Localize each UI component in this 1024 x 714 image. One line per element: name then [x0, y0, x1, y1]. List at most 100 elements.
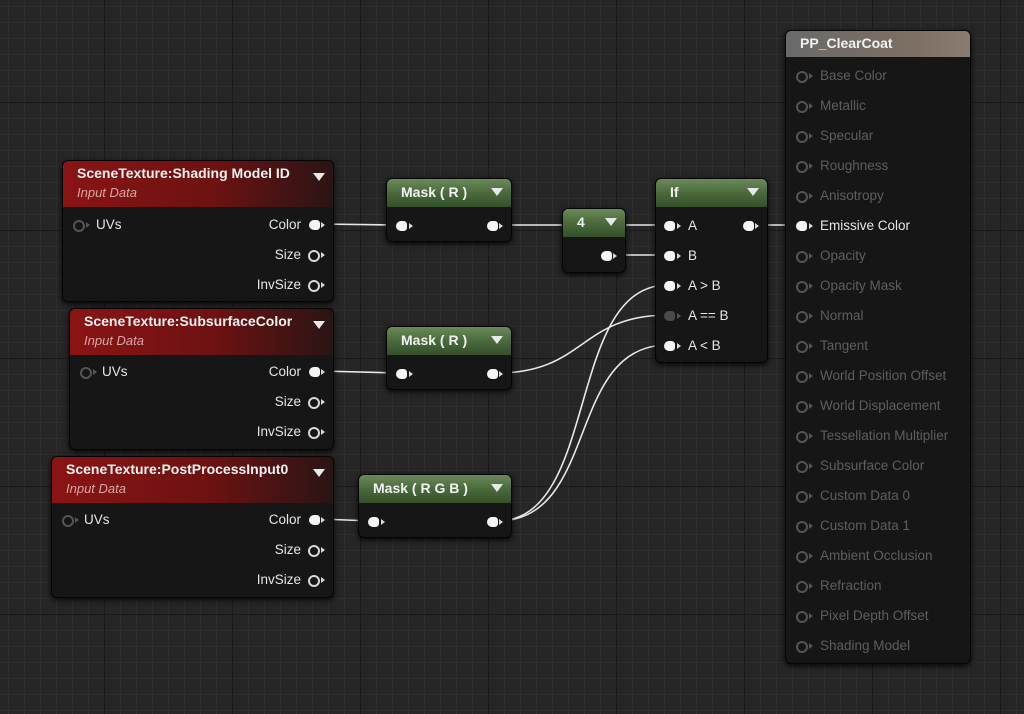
collapse-arrow-icon[interactable]: [313, 469, 325, 477]
input-pin-icon[interactable]: [664, 281, 675, 291]
size-pin-icon[interactable]: [308, 397, 320, 409]
pin-arrow-icon: [755, 223, 759, 229]
mask-output-pin-icon[interactable]: [487, 221, 498, 231]
scene-texture-subsurface-node[interactable]: SceneTexture:SubsurfaceColor Input Data …: [69, 308, 334, 450]
input-pin-icon[interactable]: [796, 131, 808, 143]
pin-arrow-icon: [499, 519, 503, 525]
pin-arrow-icon: [321, 517, 325, 523]
color-output-pin-row[interactable]: Color: [205, 215, 325, 235]
input-pin-icon[interactable]: [796, 311, 808, 323]
collapse-arrow-icon[interactable]: [491, 336, 503, 344]
node-title: Mask ( R G B ): [373, 480, 468, 496]
input-pin-icon[interactable]: [796, 581, 808, 593]
uvs-pin-icon[interactable]: [62, 515, 74, 527]
input-pin-icon[interactable]: [796, 101, 808, 113]
input-pin-icon[interactable]: [796, 251, 808, 263]
pin-arrow-icon: [321, 282, 325, 288]
node-header[interactable]: Mask ( R ): [387, 179, 511, 207]
if-node[interactable]: If A B A > B A == B A < B: [655, 178, 768, 363]
collapse-arrow-icon[interactable]: [313, 321, 325, 329]
invsize-output-pin-row[interactable]: InvSize: [205, 275, 325, 295]
if-output-pin-icon[interactable]: [743, 221, 754, 231]
input-pin-icon[interactable]: [796, 281, 808, 293]
input-pin-icon[interactable]: [796, 611, 808, 623]
invsize-output-pin-row[interactable]: InvSize: [205, 422, 325, 442]
node-header[interactable]: PP_ClearCoat: [786, 31, 970, 57]
size-output-pin-row[interactable]: Size: [205, 392, 325, 412]
size-output-pin-row[interactable]: Size: [205, 245, 325, 265]
node-header[interactable]: If: [656, 179, 767, 207]
color-pin-icon[interactable]: [309, 220, 320, 230]
input-pin-icon[interactable]: [664, 341, 675, 351]
node-header[interactable]: SceneTexture:Shading Model ID Input Data: [63, 161, 333, 207]
node-title: SceneTexture:PostProcessInput0: [66, 461, 289, 477]
collapse-arrow-icon[interactable]: [491, 188, 503, 196]
input-label: Emissive Color: [820, 218, 911, 233]
input-pin-icon[interactable]: [796, 521, 808, 533]
input-pin-icon[interactable]: [796, 221, 807, 231]
input-label: Custom Data 1: [820, 518, 911, 533]
input-pin-icon[interactable]: [796, 371, 808, 383]
input-label: World Position Offset: [820, 368, 947, 383]
mask-input-pin-icon[interactable]: [396, 369, 407, 379]
input-pin-icon[interactable]: [796, 641, 808, 653]
input-pin-icon[interactable]: [664, 251, 675, 261]
input-pin-icon[interactable]: [796, 551, 808, 563]
pin-arrow-icon: [381, 519, 385, 525]
mask-input-pin-icon[interactable]: [396, 221, 407, 231]
collapse-arrow-icon[interactable]: [747, 188, 759, 196]
pin-arrow-icon: [809, 103, 813, 109]
color-output-pin-row[interactable]: Color: [205, 510, 325, 530]
pin-arrow-icon: [809, 403, 813, 409]
color-output-pin-row[interactable]: Color: [205, 362, 325, 382]
pin-arrow-icon: [809, 373, 813, 379]
input-pin-icon[interactable]: [796, 71, 808, 83]
input-pin-icon[interactable]: [796, 431, 808, 443]
collapse-arrow-icon[interactable]: [605, 218, 617, 226]
node-header[interactable]: 4: [563, 209, 625, 237]
color-label: Color: [268, 364, 301, 379]
invsize-output-pin-row[interactable]: InvSize: [205, 570, 325, 590]
input-pin-icon[interactable]: [796, 161, 808, 173]
size-output-pin-row[interactable]: Size: [205, 540, 325, 560]
size-pin-icon[interactable]: [308, 545, 320, 557]
mask-input-pin-icon[interactable]: [368, 517, 379, 527]
input-pin-icon[interactable]: [796, 461, 808, 473]
mask-output-pin-icon[interactable]: [487, 517, 498, 527]
node-header[interactable]: SceneTexture:SubsurfaceColor Input Data: [70, 309, 333, 355]
input-pin-icon[interactable]: [796, 401, 808, 413]
node-header[interactable]: Mask ( R G B ): [359, 475, 511, 503]
size-pin-icon[interactable]: [308, 250, 320, 262]
mask-output-pin-icon[interactable]: [487, 369, 498, 379]
constant-node[interactable]: 4: [562, 208, 626, 273]
mask-r-node-1[interactable]: Mask ( R ): [386, 178, 512, 242]
pin-arrow-icon: [809, 193, 813, 199]
input-pin-icon[interactable]: [796, 491, 808, 503]
collapse-arrow-icon[interactable]: [313, 173, 325, 181]
invsize-pin-icon[interactable]: [308, 280, 320, 292]
input-label: Shading Model: [820, 638, 911, 653]
mask-r-node-2[interactable]: Mask ( R ): [386, 326, 512, 390]
scene-texture-shading-model-node[interactable]: SceneTexture:Shading Model ID Input Data…: [62, 160, 334, 302]
invsize-pin-icon[interactable]: [308, 575, 320, 587]
node-header[interactable]: SceneTexture:PostProcessInput0 Input Dat…: [52, 457, 333, 503]
color-pin-icon[interactable]: [309, 515, 320, 525]
input-pin-icon[interactable]: [664, 311, 675, 321]
wire-mask3-to-if-altb: [496, 344, 669, 522]
invsize-pin-icon[interactable]: [308, 427, 320, 439]
input-label: A: [688, 218, 698, 233]
node-header[interactable]: Mask ( R ): [387, 327, 511, 355]
input-pin-icon[interactable]: [796, 191, 808, 203]
constant-output-pin-icon[interactable]: [601, 251, 612, 261]
scene-texture-postprocess-node[interactable]: SceneTexture:PostProcessInput0 Input Dat…: [51, 456, 334, 598]
collapse-arrow-icon[interactable]: [491, 484, 503, 492]
color-pin-icon[interactable]: [309, 367, 320, 377]
input-pin-icon[interactable]: [664, 221, 675, 231]
input-pin-icon[interactable]: [796, 341, 808, 353]
uvs-pin-icon[interactable]: [80, 367, 92, 379]
mask-rgb-node[interactable]: Mask ( R G B ): [358, 474, 512, 538]
pin-arrow-icon: [75, 517, 79, 523]
node-subtitle: Input Data: [77, 185, 137, 200]
uvs-pin-icon[interactable]: [73, 220, 85, 232]
